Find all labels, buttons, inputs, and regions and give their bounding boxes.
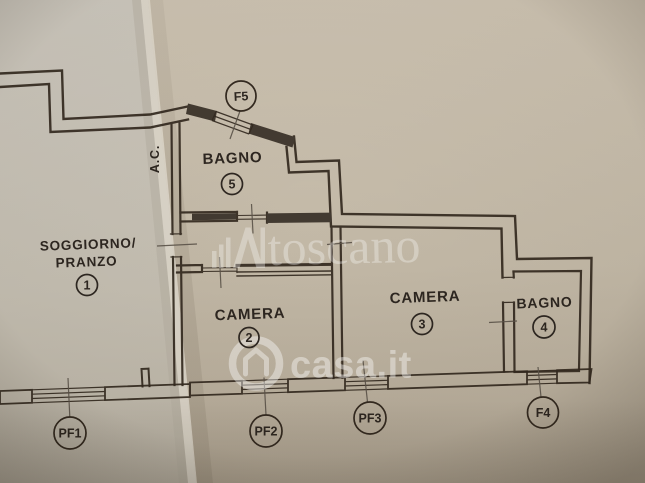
watermark-toscano-text: toscano	[267, 217, 421, 276]
room-label-bagno5: BAGNO	[202, 149, 262, 168]
room-number-2: 2	[246, 331, 253, 345]
opening-label-f4: F4	[536, 406, 551, 420]
room-number-1: 1	[84, 279, 91, 293]
room-label-soggiorno-line2: PRANZO	[55, 253, 117, 270]
room-number-5: 5	[229, 178, 236, 192]
room-label-camera3: CAMERA	[389, 288, 460, 307]
room-label-camera2: CAMERA	[214, 305, 285, 324]
room-number-4: 4	[541, 321, 548, 335]
watermark-casait-text: casa.it	[290, 345, 412, 387]
room-number-3: 3	[419, 318, 426, 332]
opening-label-pf1: PF1	[59, 427, 82, 441]
room-label-ac: A.C.	[148, 145, 162, 173]
opening-label-f5: F5	[233, 89, 248, 104]
bagno5-bottom-fill	[192, 213, 236, 221]
opening-label-pf3: PF3	[359, 412, 382, 426]
room-label-bagno4: BAGNO	[516, 294, 573, 312]
opening-label-pf2: PF2	[255, 425, 278, 439]
